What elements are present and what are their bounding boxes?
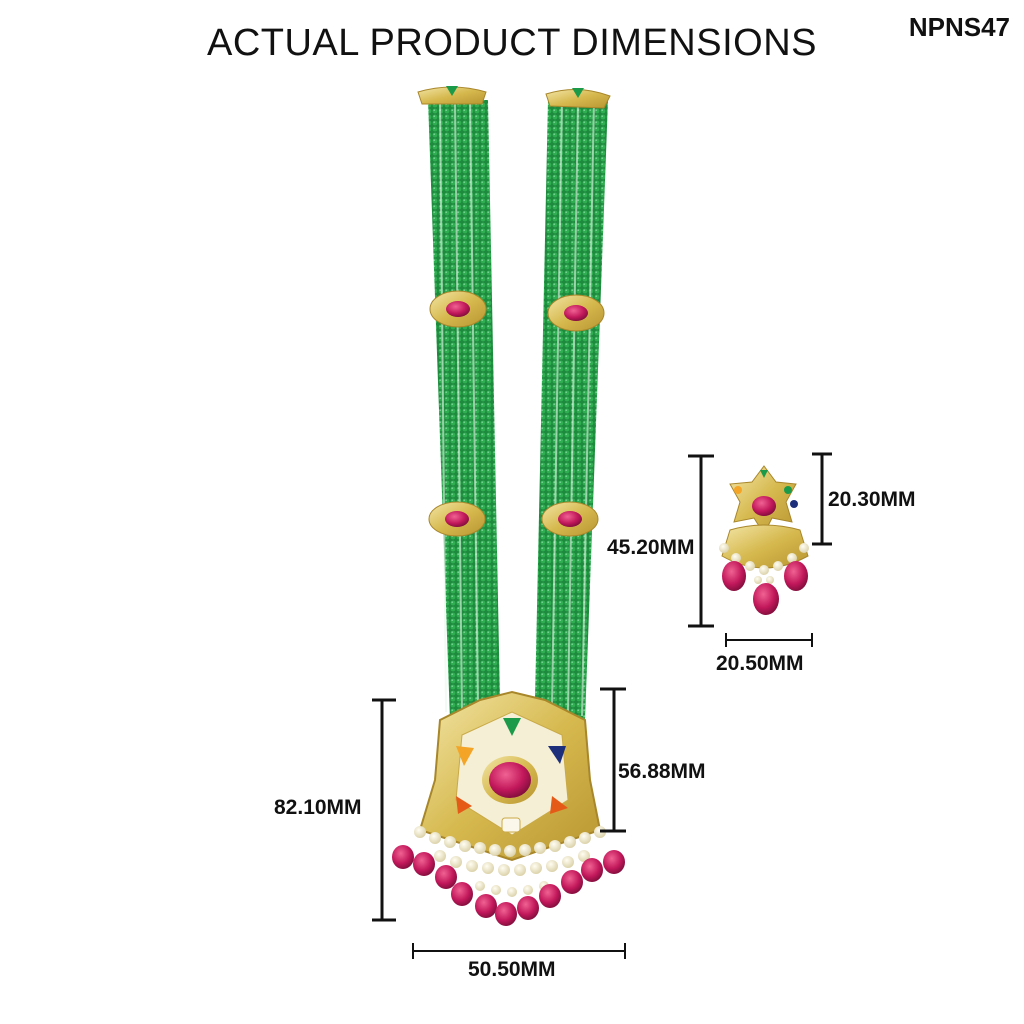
page-title: ACTUAL PRODUCT DIMENSIONS — [206, 22, 818, 64]
pendant-total-height-label: 82.10MM — [274, 796, 362, 819]
pendant-body-height-label: 56.88MM — [618, 760, 706, 783]
earring-total-height-label: 45.20MM — [607, 536, 695, 559]
product-code: NPNS47 — [908, 12, 1010, 42]
dimension-lines — [372, 452, 832, 959]
right-bead-strands — [535, 99, 608, 720]
left-bead-strands — [428, 99, 500, 720]
earring-top-height-label: 20.30MM — [828, 488, 916, 511]
right-clasp-icon — [545, 88, 611, 109]
pendant-icon — [392, 690, 625, 926]
left-clasp-icon — [417, 86, 487, 105]
earring-icon — [719, 465, 809, 615]
station-motif-icon — [428, 290, 605, 537]
earring-width-label: 20.50MM — [716, 652, 804, 675]
pendant-width-label: 50.50MM — [468, 958, 556, 981]
